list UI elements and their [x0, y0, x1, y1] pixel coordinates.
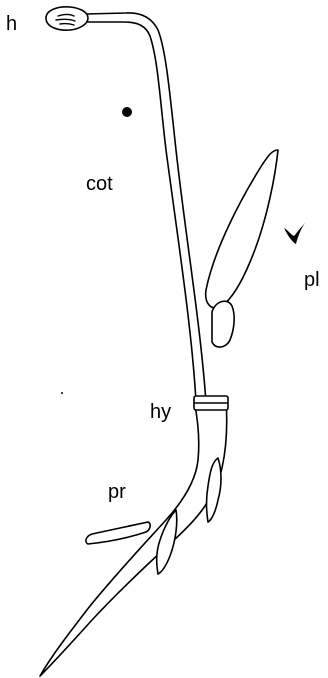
- plumule: [206, 150, 278, 308]
- label-pl: pl: [304, 269, 320, 291]
- label-pr: pr: [108, 481, 126, 503]
- lateral-root-3: [86, 522, 150, 544]
- label-h: h: [6, 13, 17, 35]
- plumule-base: [212, 301, 234, 347]
- haustorium-head: [46, 7, 88, 30]
- label-hy: hy: [150, 401, 171, 423]
- label-cot: cot: [86, 173, 113, 195]
- cotyledon-stalk: [86, 13, 206, 402]
- arrow-mark: [284, 222, 306, 244]
- speck: [61, 392, 63, 394]
- marker-dot: [122, 107, 132, 117]
- hypocotyl: [40, 400, 227, 676]
